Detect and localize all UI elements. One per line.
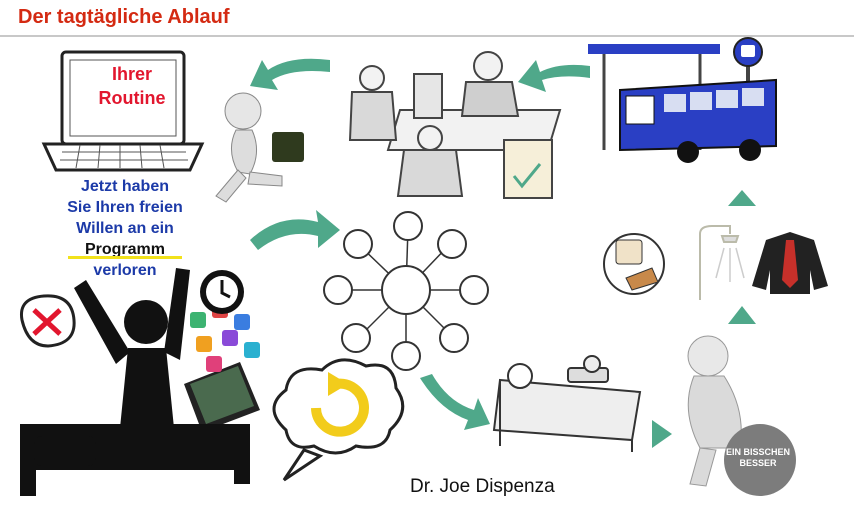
laptop-screen-text: Ihrer Routine [82,62,182,110]
brain-refresh-icon [272,358,405,482]
title-divider [0,35,854,37]
author-credit: Dr. Joe Dispenza [410,476,555,497]
message-line: Willen an ein [76,220,174,237]
highlight-underline [68,256,182,259]
bus-icon [619,78,777,163]
laptop-icon [41,50,205,172]
arrow-icon [250,58,756,448]
page-title: Der tagtägliche Ablauf [18,6,230,28]
laptop-screen-line: Routine [98,88,166,108]
clock-icon [200,270,244,314]
bed-sleeping-icon [492,355,642,452]
message-text: Jetzt haben Sie Ihren freien Willen an e… [40,176,210,281]
cross-mark-icon [19,294,76,348]
laptop-screen-line: Ihrer [111,64,153,84]
badge-line: BESSER [739,458,777,468]
message-line: Jetzt haben [80,178,169,195]
smartphone-apps-icon [184,302,260,432]
running-figure-icon [215,92,304,203]
shower-icon [699,225,745,300]
shirt-tie-icon [752,232,828,294]
badge-label: EIN BISSCHEN BESSER [718,447,798,469]
waking-figure-icon [20,268,250,496]
message-line: verloren [93,262,157,279]
badge-icon [724,424,796,496]
breakfast-icon [603,233,665,295]
office-scene-icon [348,51,562,199]
message-line: Sie Ihren freien [67,199,183,216]
thinking-figure-icon [687,335,751,487]
people-network-icon [323,211,489,371]
message-line-highlight: Programm [84,241,166,258]
badge-line: EIN BISSCHEN [725,447,790,457]
